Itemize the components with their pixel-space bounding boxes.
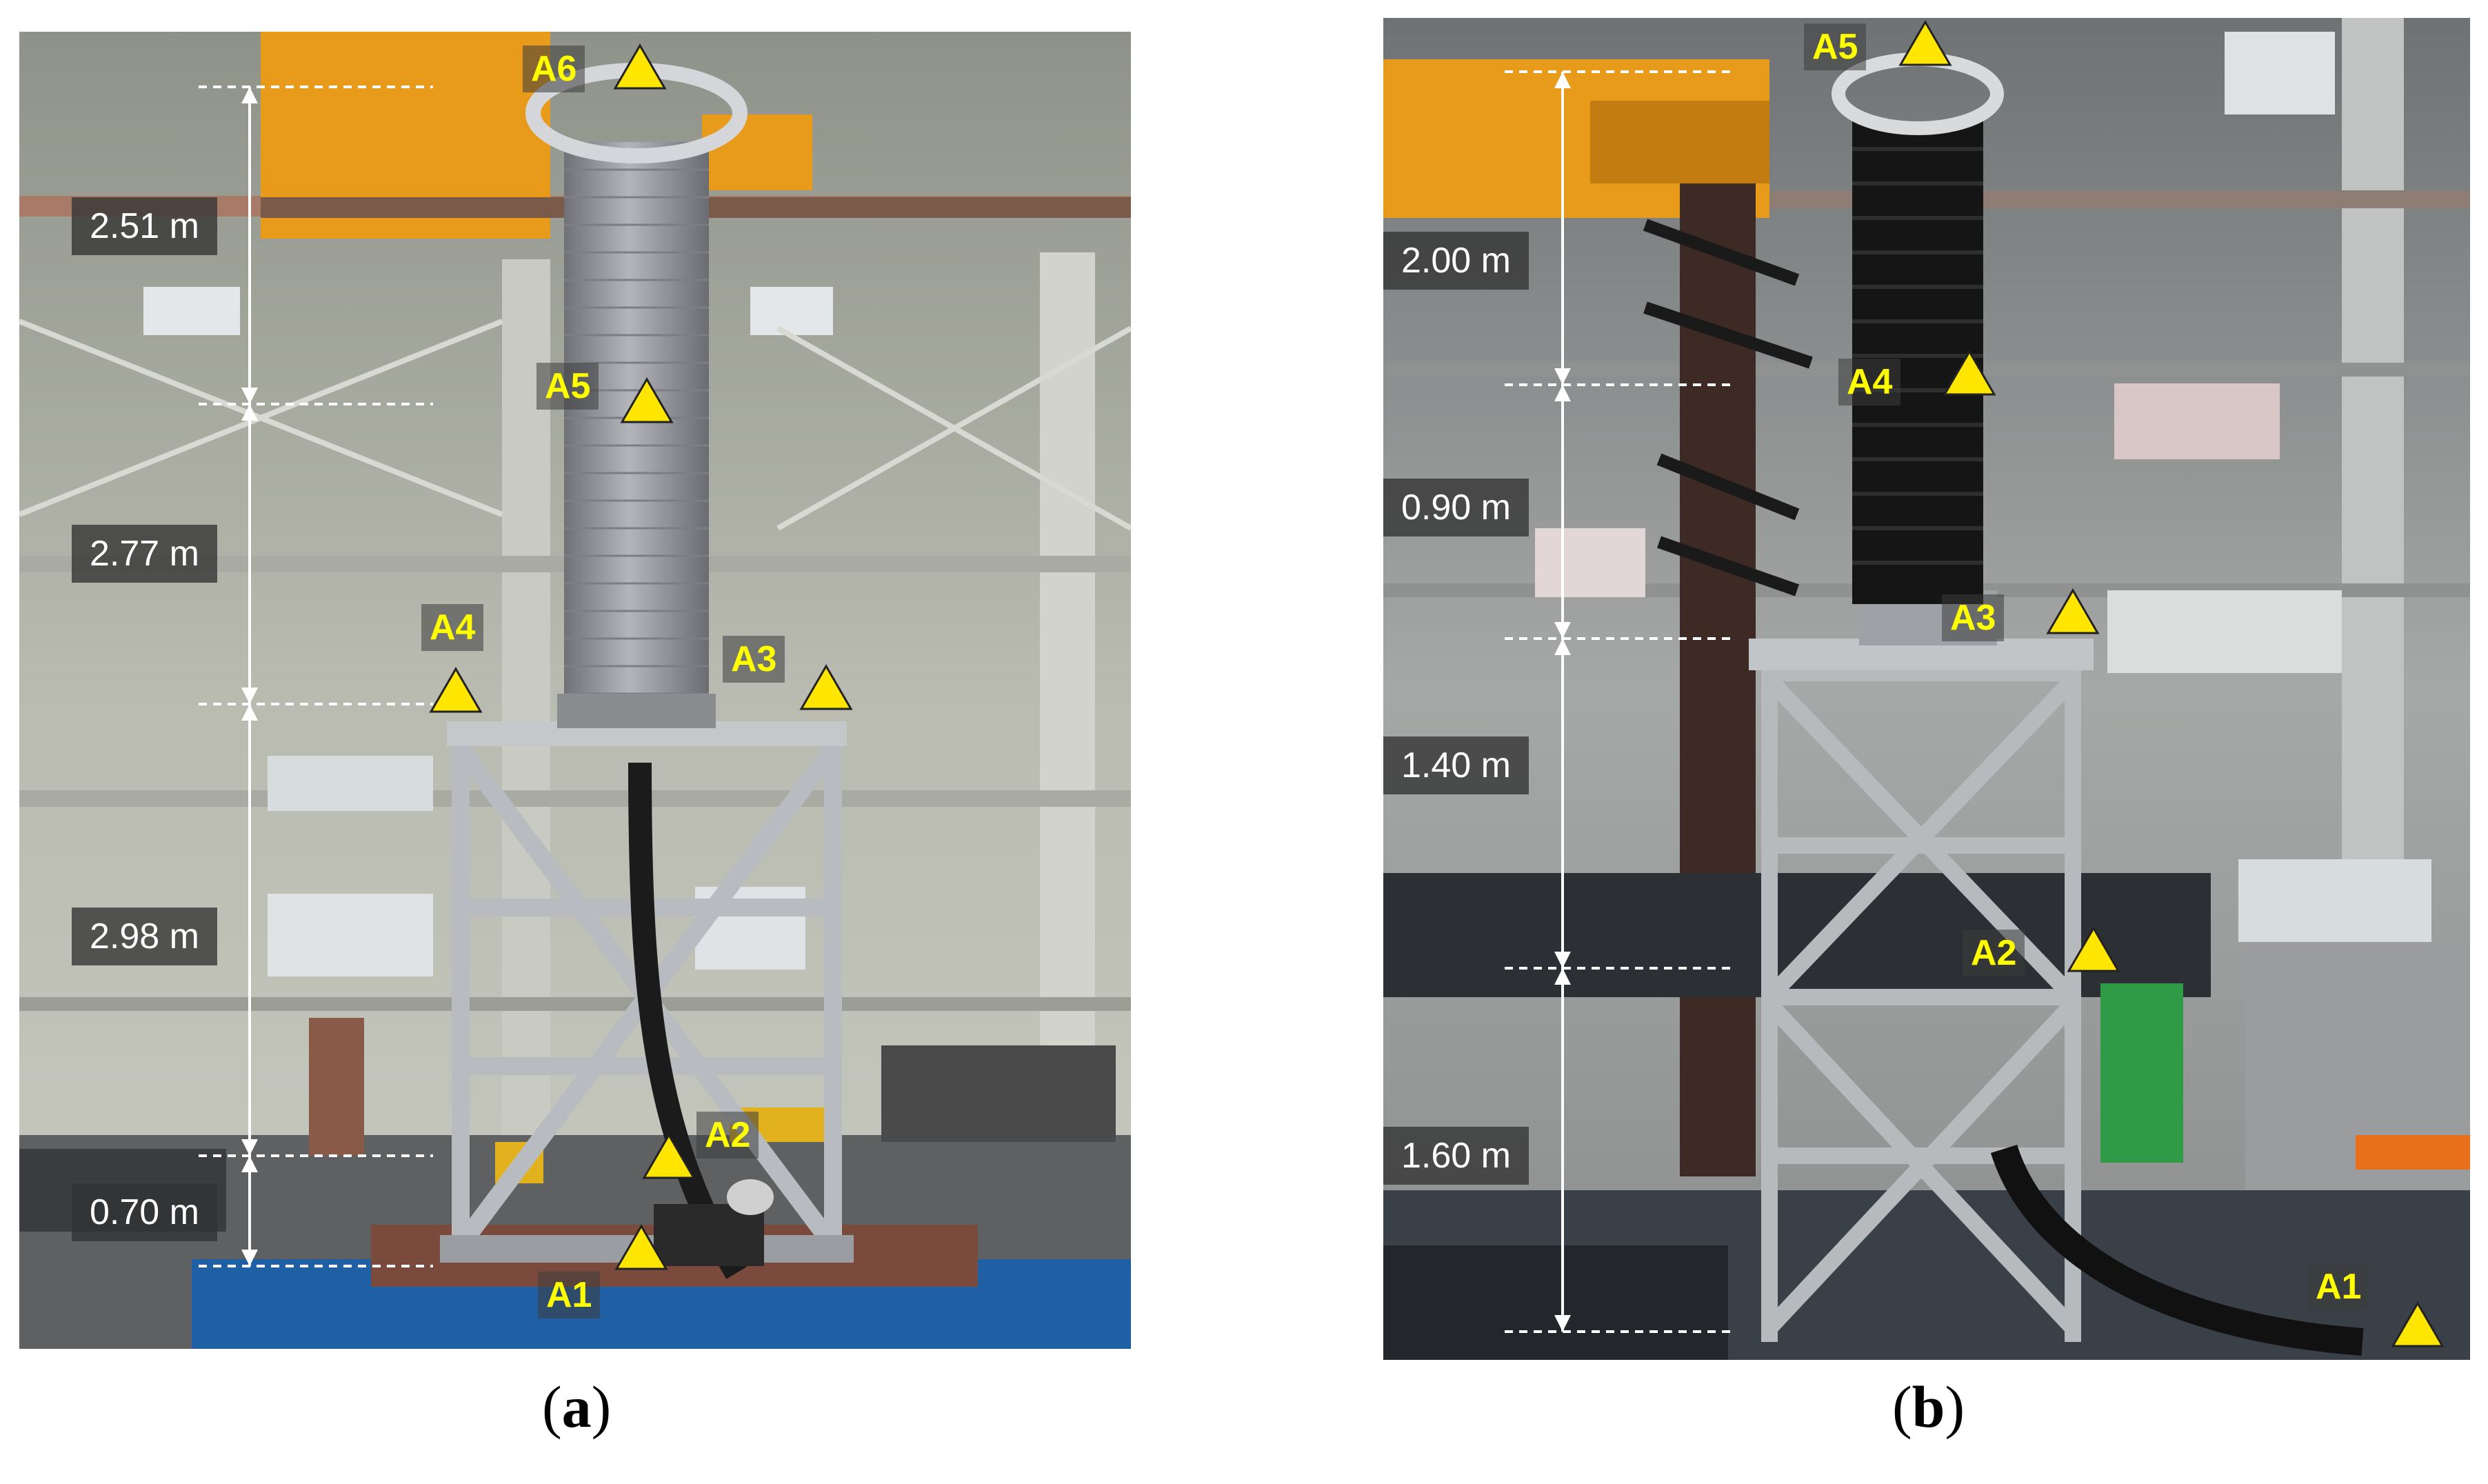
dimension-label-a-2: 2.77 m [72,525,217,583]
marker-label: A5 [1804,23,1867,70]
triangle-icon [614,1224,668,1270]
marker-label: A1 [538,1272,601,1318]
triangle-icon [429,667,483,713]
marker-label: A3 [1942,594,2005,641]
triangle-icon [799,664,853,710]
triangle-icon [2046,588,2100,634]
triangle-icon [1943,350,1996,396]
caption-letter-b: b [1912,1374,1945,1440]
triangle-icon [2067,926,2120,972]
triangle-icon [1898,20,1952,66]
dimension-label-b-2: 0.90 m [1383,479,1529,537]
marker-label: A2 [696,1112,759,1159]
dimension-label-a-4: 0.70 m [72,1183,217,1241]
triangle-icon [620,377,674,423]
marker-label: A4 [1838,359,1901,405]
dimension-label-b-1: 2.00 m [1383,232,1529,290]
triangle-icon [642,1133,696,1179]
dimension-label-a-3: 2.98 m [72,908,217,965]
marker-label: A5 [536,363,599,410]
triangle-icon [2391,1301,2445,1347]
marker-label: A6 [523,46,585,92]
marker-label: A4 [421,604,484,651]
marker-label: A3 [723,636,785,683]
caption-a: (a) [542,1374,612,1440]
triangle-icon [613,43,667,90]
caption-b: (b) [1892,1374,1965,1440]
caption-letter-a: a [561,1374,592,1440]
dimension-label-b-4: 1.60 m [1383,1127,1529,1185]
marker-label: A1 [2307,1263,2370,1310]
panel-b-scene [1383,18,2470,1360]
marker-label: A2 [1963,930,2025,976]
photo-panel-a: 2.51 m 2.77 m 2.98 m 0.70 m A6 A5 A4 A3 … [19,32,1131,1349]
dimension-label-b-3: 1.40 m [1383,736,1529,794]
photo-panel-b: 2.00 m 0.90 m 1.40 m 1.60 m A5 A4 A3 A2 … [1383,18,2470,1360]
dimension-label-a-1: 2.51 m [72,197,217,255]
